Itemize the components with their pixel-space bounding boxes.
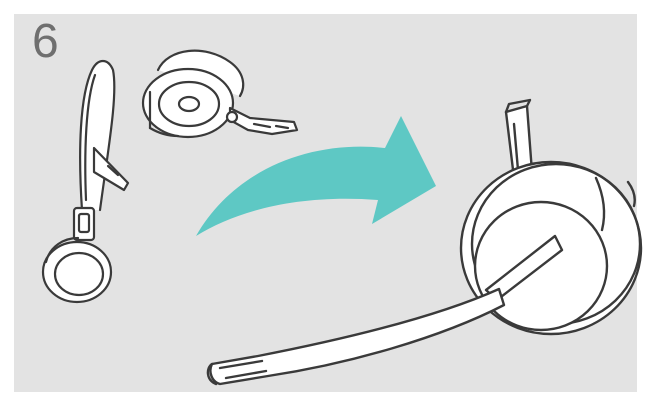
transition-arrow-icon [196,116,436,236]
ear-hook-icon [143,51,297,137]
headset-earpiece-with-boom-icon [208,100,641,384]
headband-headset-icon [43,61,128,302]
